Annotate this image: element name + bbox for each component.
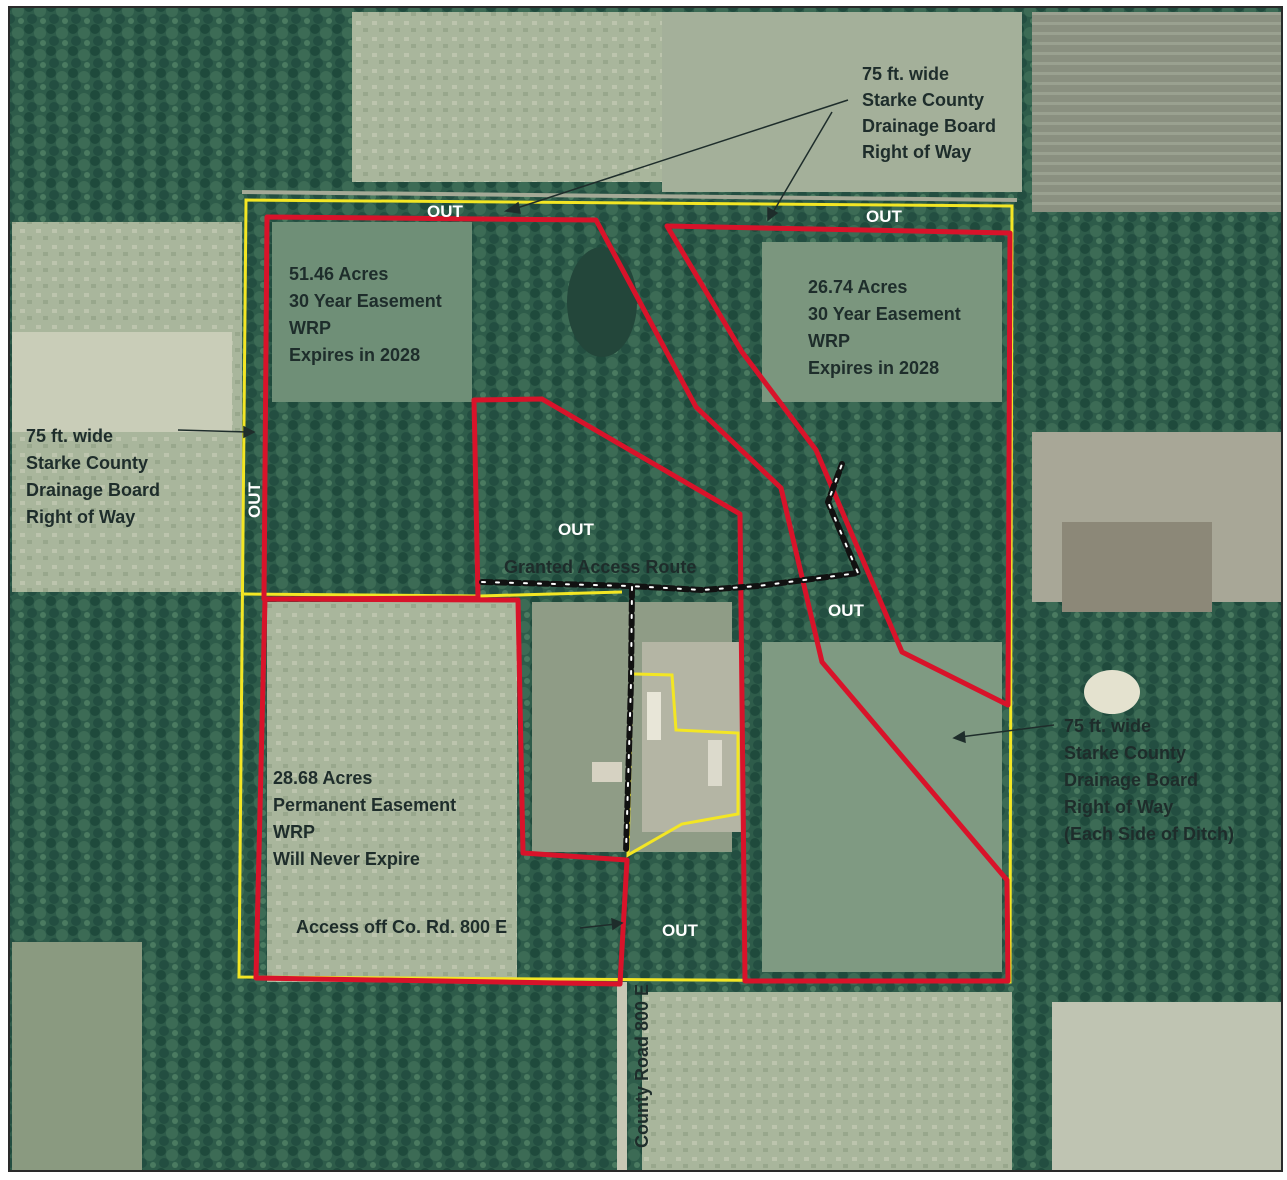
row-callout-left: 75 ft. wide Starke County Drainage Board… [26, 426, 160, 527]
row-right-line-2: Starke County [1064, 743, 1186, 763]
out-label-center: OUT [558, 520, 595, 539]
aerial-map-frame: OUT OUT OUT OUT OUT OUT 75 ft. wide Star… [8, 6, 1283, 1172]
out-label-ditch: OUT [828, 601, 865, 620]
row-left-line-4: Right of Way [26, 507, 135, 527]
crop-field-ne [1032, 12, 1281, 212]
building-house [592, 762, 622, 782]
row-right-line-1: 75 ft. wide [1064, 716, 1151, 736]
open-area-ne [762, 242, 1002, 402]
parcel-ne-acres: 26.74 Acres [808, 277, 907, 297]
dark-wood-patch [567, 247, 637, 357]
parcel-sw-label: 28.68 Acres Permanent Easement WRP Will … [273, 768, 456, 869]
easement-ne-polygon [664, 223, 1013, 708]
building-barn [647, 692, 661, 740]
section-line-north [241, 190, 1018, 202]
field-west-light [12, 332, 232, 432]
row-top-line-3: Drainage Board [862, 116, 996, 136]
wrp-easements [253, 214, 1013, 987]
field-south [642, 992, 1012, 1170]
field-north [352, 12, 672, 182]
out-label-north: OUT [427, 202, 464, 221]
field-south-west [12, 942, 142, 1170]
parcel-nw-term: 30 Year Easement [289, 291, 442, 311]
parcel-ne-program: WRP [808, 331, 850, 351]
row-right-line-3: Drainage Board [1064, 770, 1198, 790]
parcel-sw-program: WRP [273, 822, 315, 842]
parcel-nw-expiry: Expires in 2028 [289, 345, 420, 365]
pond [1084, 670, 1140, 714]
access-route-label: Granted Access Route [504, 557, 696, 577]
granted-access-route [479, 461, 861, 855]
open-area-nw [272, 222, 472, 402]
access-off-road-label: Access off Co. Rd. 800 E [296, 917, 507, 937]
parcel-ne-term: 30 Year Easement [808, 304, 961, 324]
row-right-line-4: Right of Way [1064, 797, 1173, 817]
row-callout-right: 75 ft. wide Starke County Drainage Board… [1064, 716, 1234, 844]
field-east-plot [1062, 522, 1212, 612]
parcel-sw-term: Permanent Easement [273, 795, 456, 815]
parcel-ne-label: 26.74 Acres 30 Year Easement WRP Expires… [808, 277, 961, 378]
open-area-se [762, 642, 1002, 972]
parcel-ne-expiry: Expires in 2028 [808, 358, 939, 378]
building-shed [708, 740, 722, 786]
out-label-northeast: OUT [866, 207, 903, 226]
parcel-sw-acres: 28.68 Acres [273, 768, 372, 788]
row-left-line-1: 75 ft. wide [26, 426, 113, 446]
aerial-map: OUT OUT OUT OUT OUT OUT 75 ft. wide Star… [10, 8, 1281, 1170]
out-label-west: OUT [245, 482, 264, 519]
row-top-line-2: Starke County [862, 90, 984, 110]
row-right-line-5: (Each Side of Ditch) [1064, 824, 1234, 844]
parcel-sw-expiry: Will Never Expire [273, 849, 420, 869]
row-left-line-2: Starke County [26, 453, 148, 473]
field-south-east [1052, 1002, 1281, 1170]
row-callout-top: 75 ft. wide Starke County Drainage Board… [862, 64, 996, 162]
callout-arrows [177, 99, 1055, 931]
row-top-line-1: 75 ft. wide [862, 64, 949, 84]
field-parcel-sw [267, 602, 517, 982]
row-left-line-3: Drainage Board [26, 480, 160, 500]
out-label-south: OUT [662, 921, 699, 940]
parcel-nw-acres: 51.46 Acres [289, 264, 388, 284]
county-road-label: County Road 800 E [632, 984, 652, 1148]
easement-sw-polygon [253, 596, 630, 987]
row-top-line-4: Right of Way [862, 142, 971, 162]
easement-nw-polygon [261, 214, 1011, 984]
parcel-nw-program: WRP [289, 318, 331, 338]
parcel-nw-label: 51.46 Acres 30 Year Easement WRP Expires… [289, 264, 442, 365]
